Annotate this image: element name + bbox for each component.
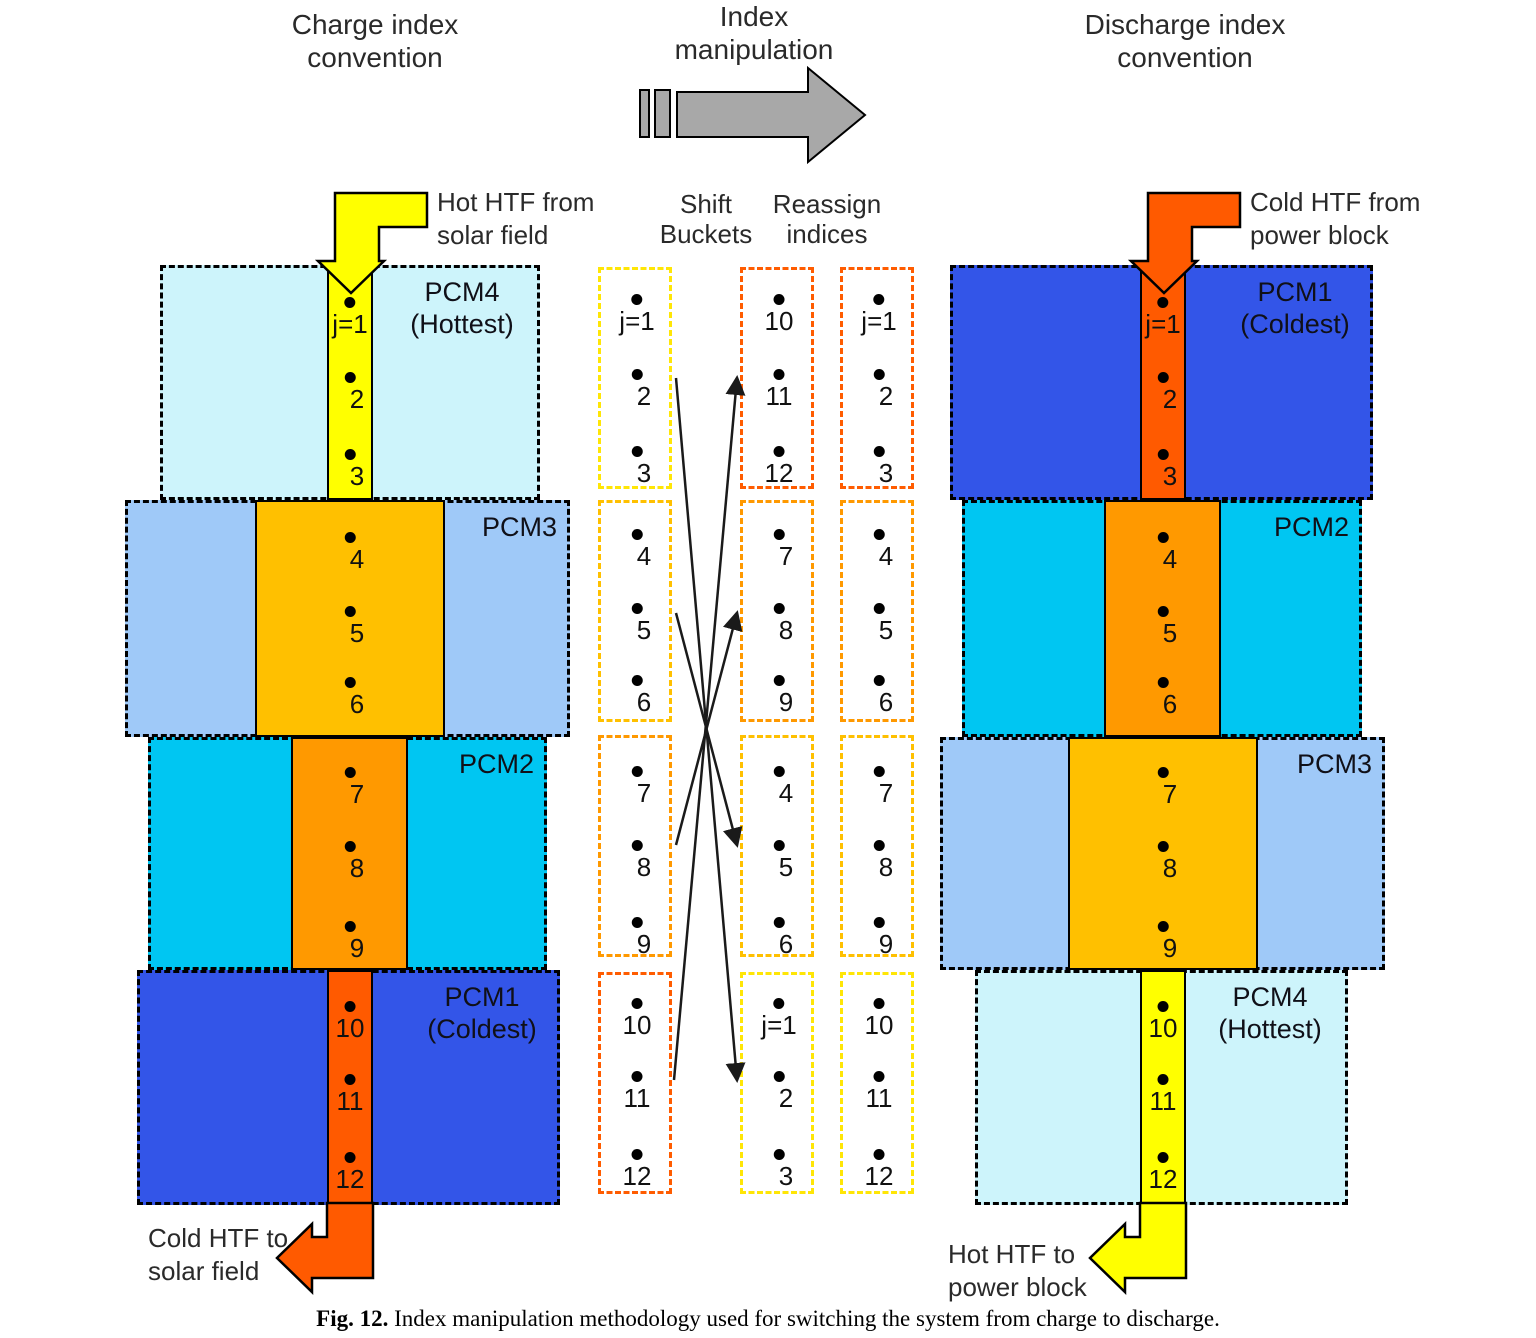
manipulation-arrow-bar1 [639, 89, 650, 138]
mid-c-index: 2 [865, 369, 893, 409]
discharge-inlet-label: Cold HTF from power block [1250, 187, 1421, 250]
discharge-index-11: 11 [1150, 1074, 1177, 1114]
bucket-a-10-12 [598, 972, 672, 1194]
remap-arrow-2-to-3 [674, 612, 743, 848]
discharge-index-5: 5 [1149, 606, 1177, 646]
remap-arrow-4-to-top [672, 375, 746, 1081]
charge-index-4: 4 [336, 532, 364, 572]
charge-index-8: 8 [336, 841, 364, 881]
mid-a-index: 4 [623, 529, 651, 569]
remap-arrow-1-to-bottom [674, 377, 746, 1083]
charge-index-11: 11 [337, 1074, 364, 1114]
discharge-index-1: j=1 [1145, 297, 1180, 337]
charge-pcm3-label: PCM3 [481, 512, 557, 542]
mid-b-index: 8 [765, 603, 793, 643]
charge-pcm4-label: PCM4 (Hottest) [410, 277, 514, 340]
charge-index-2: 2 [336, 372, 364, 412]
discharge-index-7: 7 [1149, 767, 1177, 807]
mid-c-index: 8 [865, 840, 893, 880]
charge-index-7: 7 [336, 767, 364, 807]
mid-a-index: 8 [623, 840, 651, 880]
charge-pcm1-label: PCM1 (Coldest) [427, 982, 537, 1045]
discharge-pcm3-label: PCM3 [1296, 749, 1372, 779]
mid-a-index: 9 [623, 917, 651, 957]
bucket-c-4-6 [840, 500, 914, 722]
mid-c-index: 9 [865, 917, 893, 957]
mid-b-index: j=1 [761, 998, 796, 1038]
mid-b-index: 4 [765, 766, 793, 806]
charge-title: Charge index convention [291, 9, 459, 74]
mid-c-index: 10 [865, 998, 894, 1038]
bucket-a-1-3 [598, 267, 672, 489]
mid-b-index: 6 [765, 917, 793, 957]
mid-a-index: 5 [623, 603, 651, 643]
discharge-pcm1-label: PCM1 (Coldest) [1240, 277, 1350, 340]
mid-b-index: 5 [765, 840, 793, 880]
mid-b-index: 3 [765, 1149, 793, 1189]
mid-b-index: 11 [766, 369, 793, 409]
mid-a-index: 12 [623, 1149, 652, 1189]
charge-outlet-arrow [275, 1201, 375, 1295]
figure-number: Fig. 12. [316, 1306, 389, 1331]
charge-outlet-label: Cold HTF to solar field [148, 1223, 289, 1286]
mid-b-index: 9 [765, 675, 793, 715]
mid-c-index: 4 [865, 529, 893, 569]
charge-index-12: 12 [336, 1152, 365, 1192]
charge-pcm2-label: PCM2 [458, 749, 534, 779]
mid-c-index: 12 [865, 1149, 894, 1189]
mid-a-index: 6 [623, 675, 651, 715]
discharge-title: Discharge index convention [1084, 9, 1286, 74]
mid-c-index: 6 [865, 675, 893, 715]
discharge-pcm2-label: PCM2 [1273, 512, 1349, 542]
mid-b-index: 12 [765, 446, 794, 486]
discharge-pcm4-label: PCM4 (Hottest) [1218, 982, 1322, 1045]
mid-a-index: 7 [623, 766, 651, 806]
mid-c-index: 11 [866, 1071, 893, 1111]
mid-c-index: j=1 [861, 294, 896, 334]
charge-index-9: 9 [336, 921, 364, 961]
manipulation-arrow [676, 65, 867, 165]
discharge-index-8: 8 [1149, 841, 1177, 881]
discharge-index-4: 4 [1149, 532, 1177, 572]
charge-index-1: j=1 [332, 297, 367, 337]
discharge-index-3: 3 [1149, 449, 1177, 489]
mid-c-index: 3 [865, 446, 893, 486]
mid-a-index: 10 [623, 998, 652, 1038]
mid-c-index: 7 [865, 766, 893, 806]
bucket-c-1-3 [840, 267, 914, 489]
figure-caption-text: Index manipulation methodology used for … [388, 1306, 1220, 1331]
remap-arrow-3-to-2 [674, 610, 743, 846]
shift-buckets-label: Shift Buckets [659, 189, 753, 249]
bucket-c-10-12 [840, 972, 914, 1194]
discharge-index-12: 12 [1149, 1152, 1178, 1192]
mid-a-index: j=1 [619, 294, 654, 334]
bucket-a-4-6 [598, 500, 672, 722]
discharge-outlet-label: Hot HTF to power block [948, 1239, 1087, 1302]
charge-inlet-label: Hot HTF from solar field [437, 187, 595, 250]
discharge-index-9: 9 [1149, 921, 1177, 961]
manipulation-arrow-bar2 [654, 89, 671, 138]
mid-b-index: 2 [765, 1071, 793, 1111]
mid-b-index: 10 [765, 294, 794, 334]
mid-c-index: 5 [865, 603, 893, 643]
discharge-index-6: 6 [1149, 677, 1177, 717]
charge-index-5: 5 [336, 606, 364, 646]
bucket-b-1-3 [740, 972, 814, 1194]
charge-index-3: 3 [336, 449, 364, 489]
mid-a-index: 11 [624, 1071, 651, 1111]
mid-a-index: 3 [623, 446, 651, 486]
figure-caption: Fig. 12. Index manipulation methodology … [0, 1306, 1536, 1332]
mid-a-index: 2 [623, 369, 651, 409]
mid-b-index: 7 [765, 529, 793, 569]
charge-index-6: 6 [336, 677, 364, 717]
discharge-index-2: 2 [1149, 372, 1177, 412]
reassign-indices-label: Reassign indices [772, 189, 882, 249]
discharge-index-10: 10 [1149, 1001, 1178, 1041]
discharge-outlet-arrow [1088, 1201, 1188, 1295]
manipulation-title: Index manipulation [674, 1, 834, 66]
charge-index-10: 10 [336, 1001, 365, 1041]
